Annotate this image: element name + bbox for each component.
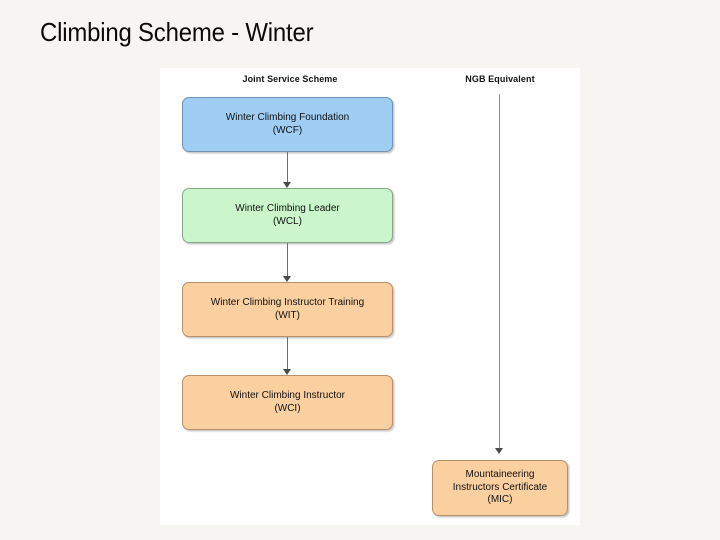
arrow-down-icon xyxy=(283,182,291,188)
arrow-down-icon xyxy=(283,369,291,375)
connector-stem xyxy=(499,94,501,449)
connector-stem xyxy=(287,337,289,370)
connector-stem xyxy=(287,243,289,277)
page-title: Climbing Scheme - Winter xyxy=(40,17,314,47)
node-label-wcf: Winter Climbing Foundation (WCF) xyxy=(225,112,350,136)
node-winter-climbing-leader[interactable]: Winter Climbing Leader (WCL) xyxy=(182,188,393,243)
connector-ngb-column-to-mic xyxy=(494,94,505,454)
node-winter-climbing-instructor[interactable]: Winter Climbing Instructor (WCI) xyxy=(182,375,393,430)
node-winter-climbing-instructor-training[interactable]: Winter Climbing Instructor Training (WIT… xyxy=(182,282,393,337)
node-winter-climbing-foundation[interactable]: Winter Climbing Foundation (WCF) xyxy=(182,97,393,152)
connector-wcf-to-wcl xyxy=(282,152,293,188)
node-label-wci: Winter Climbing Instructor (WCI) xyxy=(229,390,346,414)
connector-wcl-to-wit xyxy=(282,243,293,282)
column-header-ngb-equivalent: NGB Equivalent xyxy=(465,74,535,84)
arrow-down-icon xyxy=(495,448,503,454)
arrow-down-icon xyxy=(283,276,291,282)
diagram-panel: Joint Service Scheme NGB Equivalent Wint… xyxy=(160,68,580,525)
column-header-joint-service-scheme: Joint Service Scheme xyxy=(242,74,338,84)
connector-wit-to-wci xyxy=(282,337,293,375)
connector-stem xyxy=(287,152,289,183)
node-label-wit: Winter Climbing Instructor Training (WIT… xyxy=(210,297,365,321)
node-label-mic: Mountaineering Instructors Certificate (… xyxy=(452,469,548,506)
node-mountaineering-instructors-certificate[interactable]: Mountaineering Instructors Certificate (… xyxy=(432,460,568,516)
node-label-wcl: Winter Climbing Leader (WCL) xyxy=(235,203,340,227)
